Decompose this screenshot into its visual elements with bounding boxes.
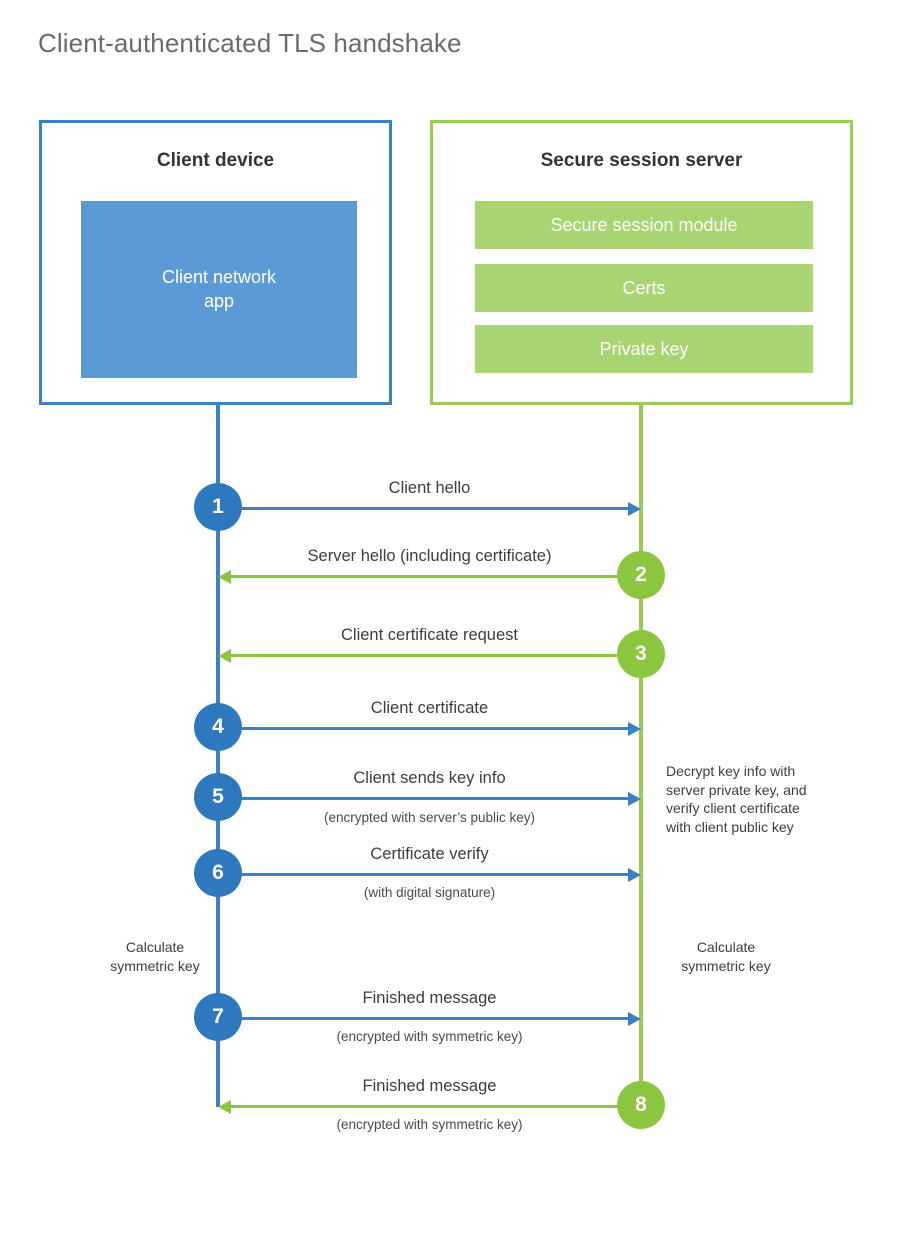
- message-1-label: Client hello: [388, 479, 471, 497]
- client-lifeline: [216, 405, 220, 1107]
- message-6-sublabel: (with digital signature): [363, 885, 496, 900]
- message-2-line: [231, 575, 641, 578]
- message-7-label: Finished message: [362, 989, 497, 1007]
- server-component-private-key: Private key: [475, 325, 813, 373]
- client-app-label-line1: Client network: [161, 266, 277, 287]
- server-component-secure-session-module: Secure session module: [475, 201, 813, 249]
- secure-session-server-box: Secure session server Secure session mod…: [430, 120, 853, 405]
- client-device-title: Client device: [156, 150, 275, 171]
- page-title: Client-authenticated TLS handshake: [38, 28, 462, 58]
- message-2-arrowhead-icon: [218, 569, 231, 584]
- message-5-line: [218, 797, 628, 800]
- message-8-line: [231, 1105, 641, 1108]
- step-badge-2: 2: [617, 551, 665, 599]
- server-calc-line-1: Calculate: [696, 939, 756, 955]
- message-3-label: Client certificate request: [341, 626, 518, 644]
- step-badge-4: 4: [194, 703, 242, 751]
- message-1-line: [218, 507, 628, 510]
- server-lifeline: [639, 405, 643, 1107]
- message-7-sublabel: (encrypted with symmetric key): [336, 1029, 523, 1044]
- message-4-label: Client certificate: [370, 699, 489, 717]
- step-badge-7: 7: [194, 993, 242, 1041]
- message-3-line: [231, 654, 641, 657]
- client-calc-line-2: symmetric key: [110, 957, 200, 974]
- client-network-app-block: Client network app: [81, 201, 357, 378]
- step-badge-6: 6: [194, 849, 242, 897]
- message-1-arrowhead-icon: [628, 501, 641, 516]
- server-component-certs: Certs: [475, 264, 813, 312]
- server-decrypt-annotation: Decrypt key info with server private key…: [666, 762, 846, 836]
- message-6-label: Certificate verify: [370, 845, 489, 863]
- message-5-label: Client sends key info: [353, 769, 506, 787]
- server-decrypt-line-1: Decrypt key info with: [666, 763, 796, 779]
- step-badge-3: 3: [617, 630, 665, 678]
- message-4-arrowhead-icon: [628, 721, 641, 736]
- message-4-line: [218, 727, 628, 730]
- message-6-line: [218, 873, 628, 876]
- message-8-sublabel: (encrypted with symmetric key): [336, 1117, 523, 1132]
- message-6-arrowhead-icon: [628, 867, 641, 882]
- step-badge-5: 5: [194, 773, 242, 821]
- message-3-arrowhead-icon: [218, 648, 231, 663]
- client-device-box: Client device Client network app: [39, 120, 392, 405]
- message-7-arrowhead-icon: [628, 1011, 641, 1026]
- server-calculate-symmetric-key-annotation: Calculate symmetric key: [666, 938, 786, 975]
- message-7-line: [218, 1017, 628, 1020]
- server-calc-line-2: symmetric key: [681, 957, 771, 974]
- client-app-label-line2: app: [203, 290, 235, 311]
- server-decrypt-line-3: verify client certificate: [666, 800, 800, 817]
- server-decrypt-line-4: with client public key: [666, 818, 794, 835]
- message-8-label: Finished message: [362, 1077, 497, 1095]
- message-5-arrowhead-icon: [628, 791, 641, 806]
- step-badge-8: 8: [617, 1081, 665, 1129]
- client-calc-line-1: Calculate: [125, 939, 185, 955]
- step-badge-1: 1: [194, 483, 242, 531]
- secure-session-server-title: Secure session server: [540, 150, 743, 171]
- message-2-label: Server hello (including certificate): [307, 547, 552, 565]
- client-calculate-symmetric-key-annotation: Calculate symmetric key: [75, 938, 235, 975]
- message-8-arrowhead-icon: [218, 1099, 231, 1114]
- server-decrypt-line-2: server private key, and: [666, 781, 807, 798]
- message-5-sublabel: (encrypted with server’s public key): [323, 810, 536, 825]
